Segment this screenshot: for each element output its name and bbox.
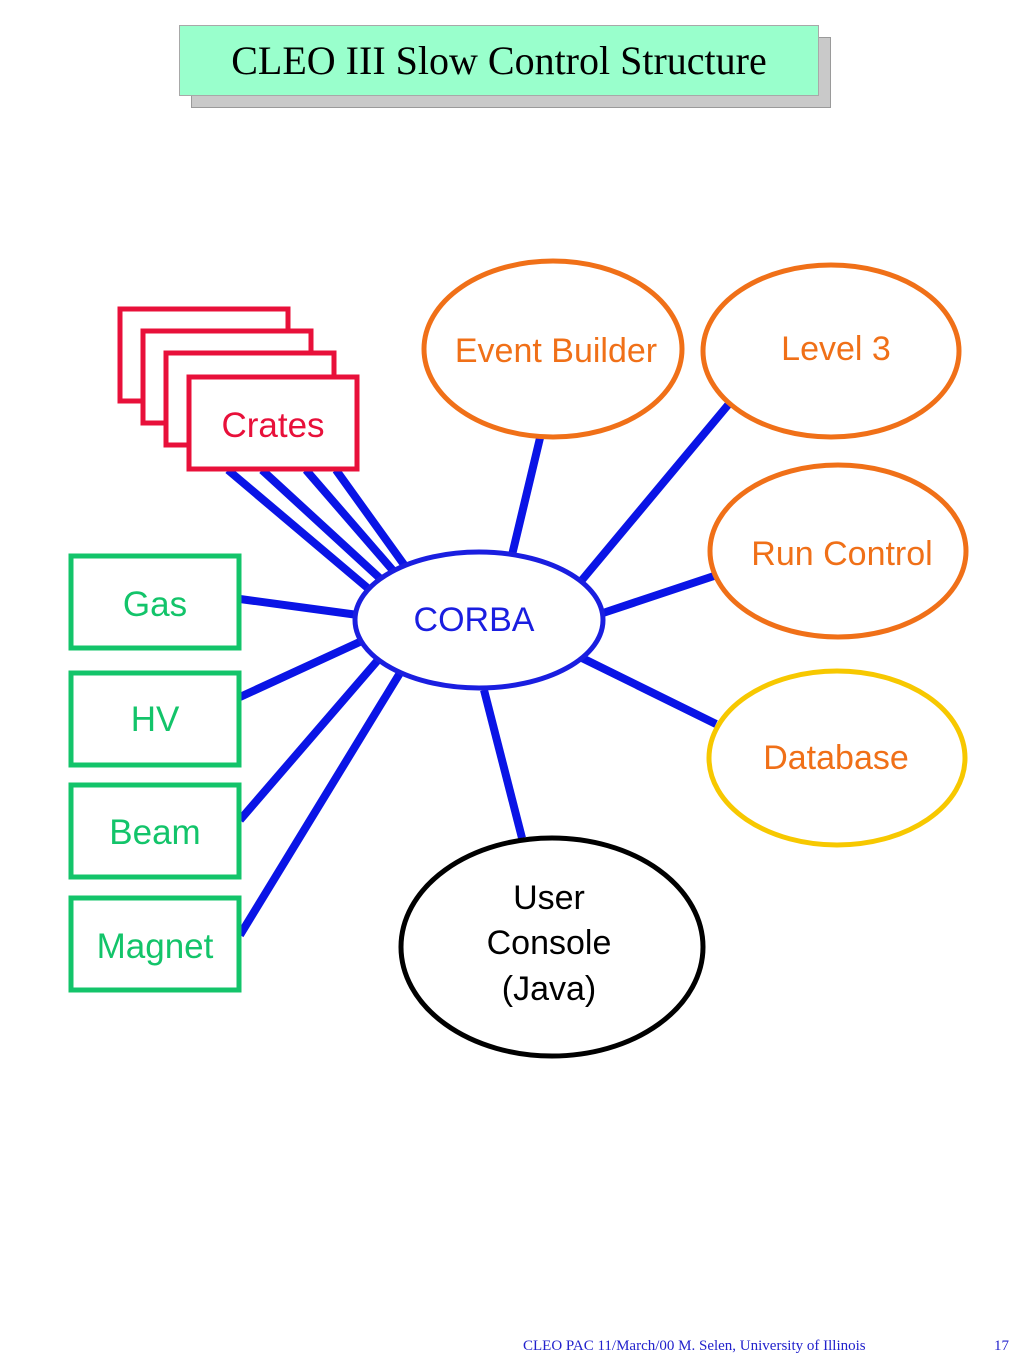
- gas-label: Gas: [123, 585, 187, 624]
- level3-label: Level 3: [781, 330, 891, 368]
- user-console-label-line-2: Console: [487, 924, 612, 962]
- link-crates-1: [225, 466, 373, 594]
- user-console-ellipse: [398, 835, 706, 1059]
- connector-lines: [225, 402, 732, 938]
- event-builder-label: Event Builder: [455, 332, 657, 370]
- subsystem-boxes: Gas HV Beam Magnet: [68, 553, 242, 993]
- database-label: Database: [763, 739, 909, 777]
- corba-ellipse: [352, 549, 606, 691]
- user-console-label-line-1: User: [513, 879, 585, 917]
- magnet-label: Magnet: [97, 927, 214, 966]
- service-nodes: Event Builder Level 3 Run Control Databa…: [421, 258, 969, 848]
- link-gas: [239, 595, 359, 619]
- link-run-control: [601, 572, 716, 617]
- gas-box: [68, 553, 242, 651]
- hv-box: [68, 670, 242, 768]
- link-database: [580, 654, 718, 728]
- user-console-node: User Console (Java): [398, 835, 706, 1059]
- page-number: 17: [994, 1338, 1009, 1354]
- link-crates-2: [259, 467, 387, 585]
- link-event-builder: [508, 437, 544, 556]
- level3-ellipse: [700, 262, 962, 440]
- link-user-console: [480, 689, 526, 839]
- crates-label: Crates: [221, 406, 324, 445]
- user-console-label-line-3: (Java): [502, 970, 596, 1008]
- event-builder-ellipse: [421, 258, 685, 440]
- corba-label: CORBA: [414, 601, 535, 639]
- footer-credit: CLEO PAC 11/March/00 M. Selen, Universit…: [523, 1338, 866, 1354]
- corba-hub: CORBA: [352, 549, 606, 691]
- database-ellipse: [706, 668, 968, 848]
- hv-label: HV: [131, 700, 180, 739]
- link-crates-4: [332, 467, 409, 569]
- beam-box: [68, 782, 242, 880]
- link-beam: [236, 657, 382, 823]
- magnet-box: [68, 895, 242, 993]
- link-magnet: [236, 670, 404, 938]
- link-hv: [238, 636, 366, 701]
- crates-stack: Crates: [117, 306, 360, 472]
- page-title: CLEO III Slow Control Structure: [231, 38, 767, 83]
- title-box: CLEO III Slow Control Structure: [179, 25, 819, 96]
- beam-label: Beam: [109, 813, 200, 852]
- link-level3: [578, 402, 732, 583]
- run-control-ellipse: [707, 462, 969, 640]
- run-control-label: Run Control: [751, 535, 932, 573]
- crate-box-4: [186, 374, 360, 472]
- link-crates-3: [302, 467, 400, 577]
- footer: CLEO PAC 11/March/00 M. Selen, Universit…: [523, 1338, 1009, 1360]
